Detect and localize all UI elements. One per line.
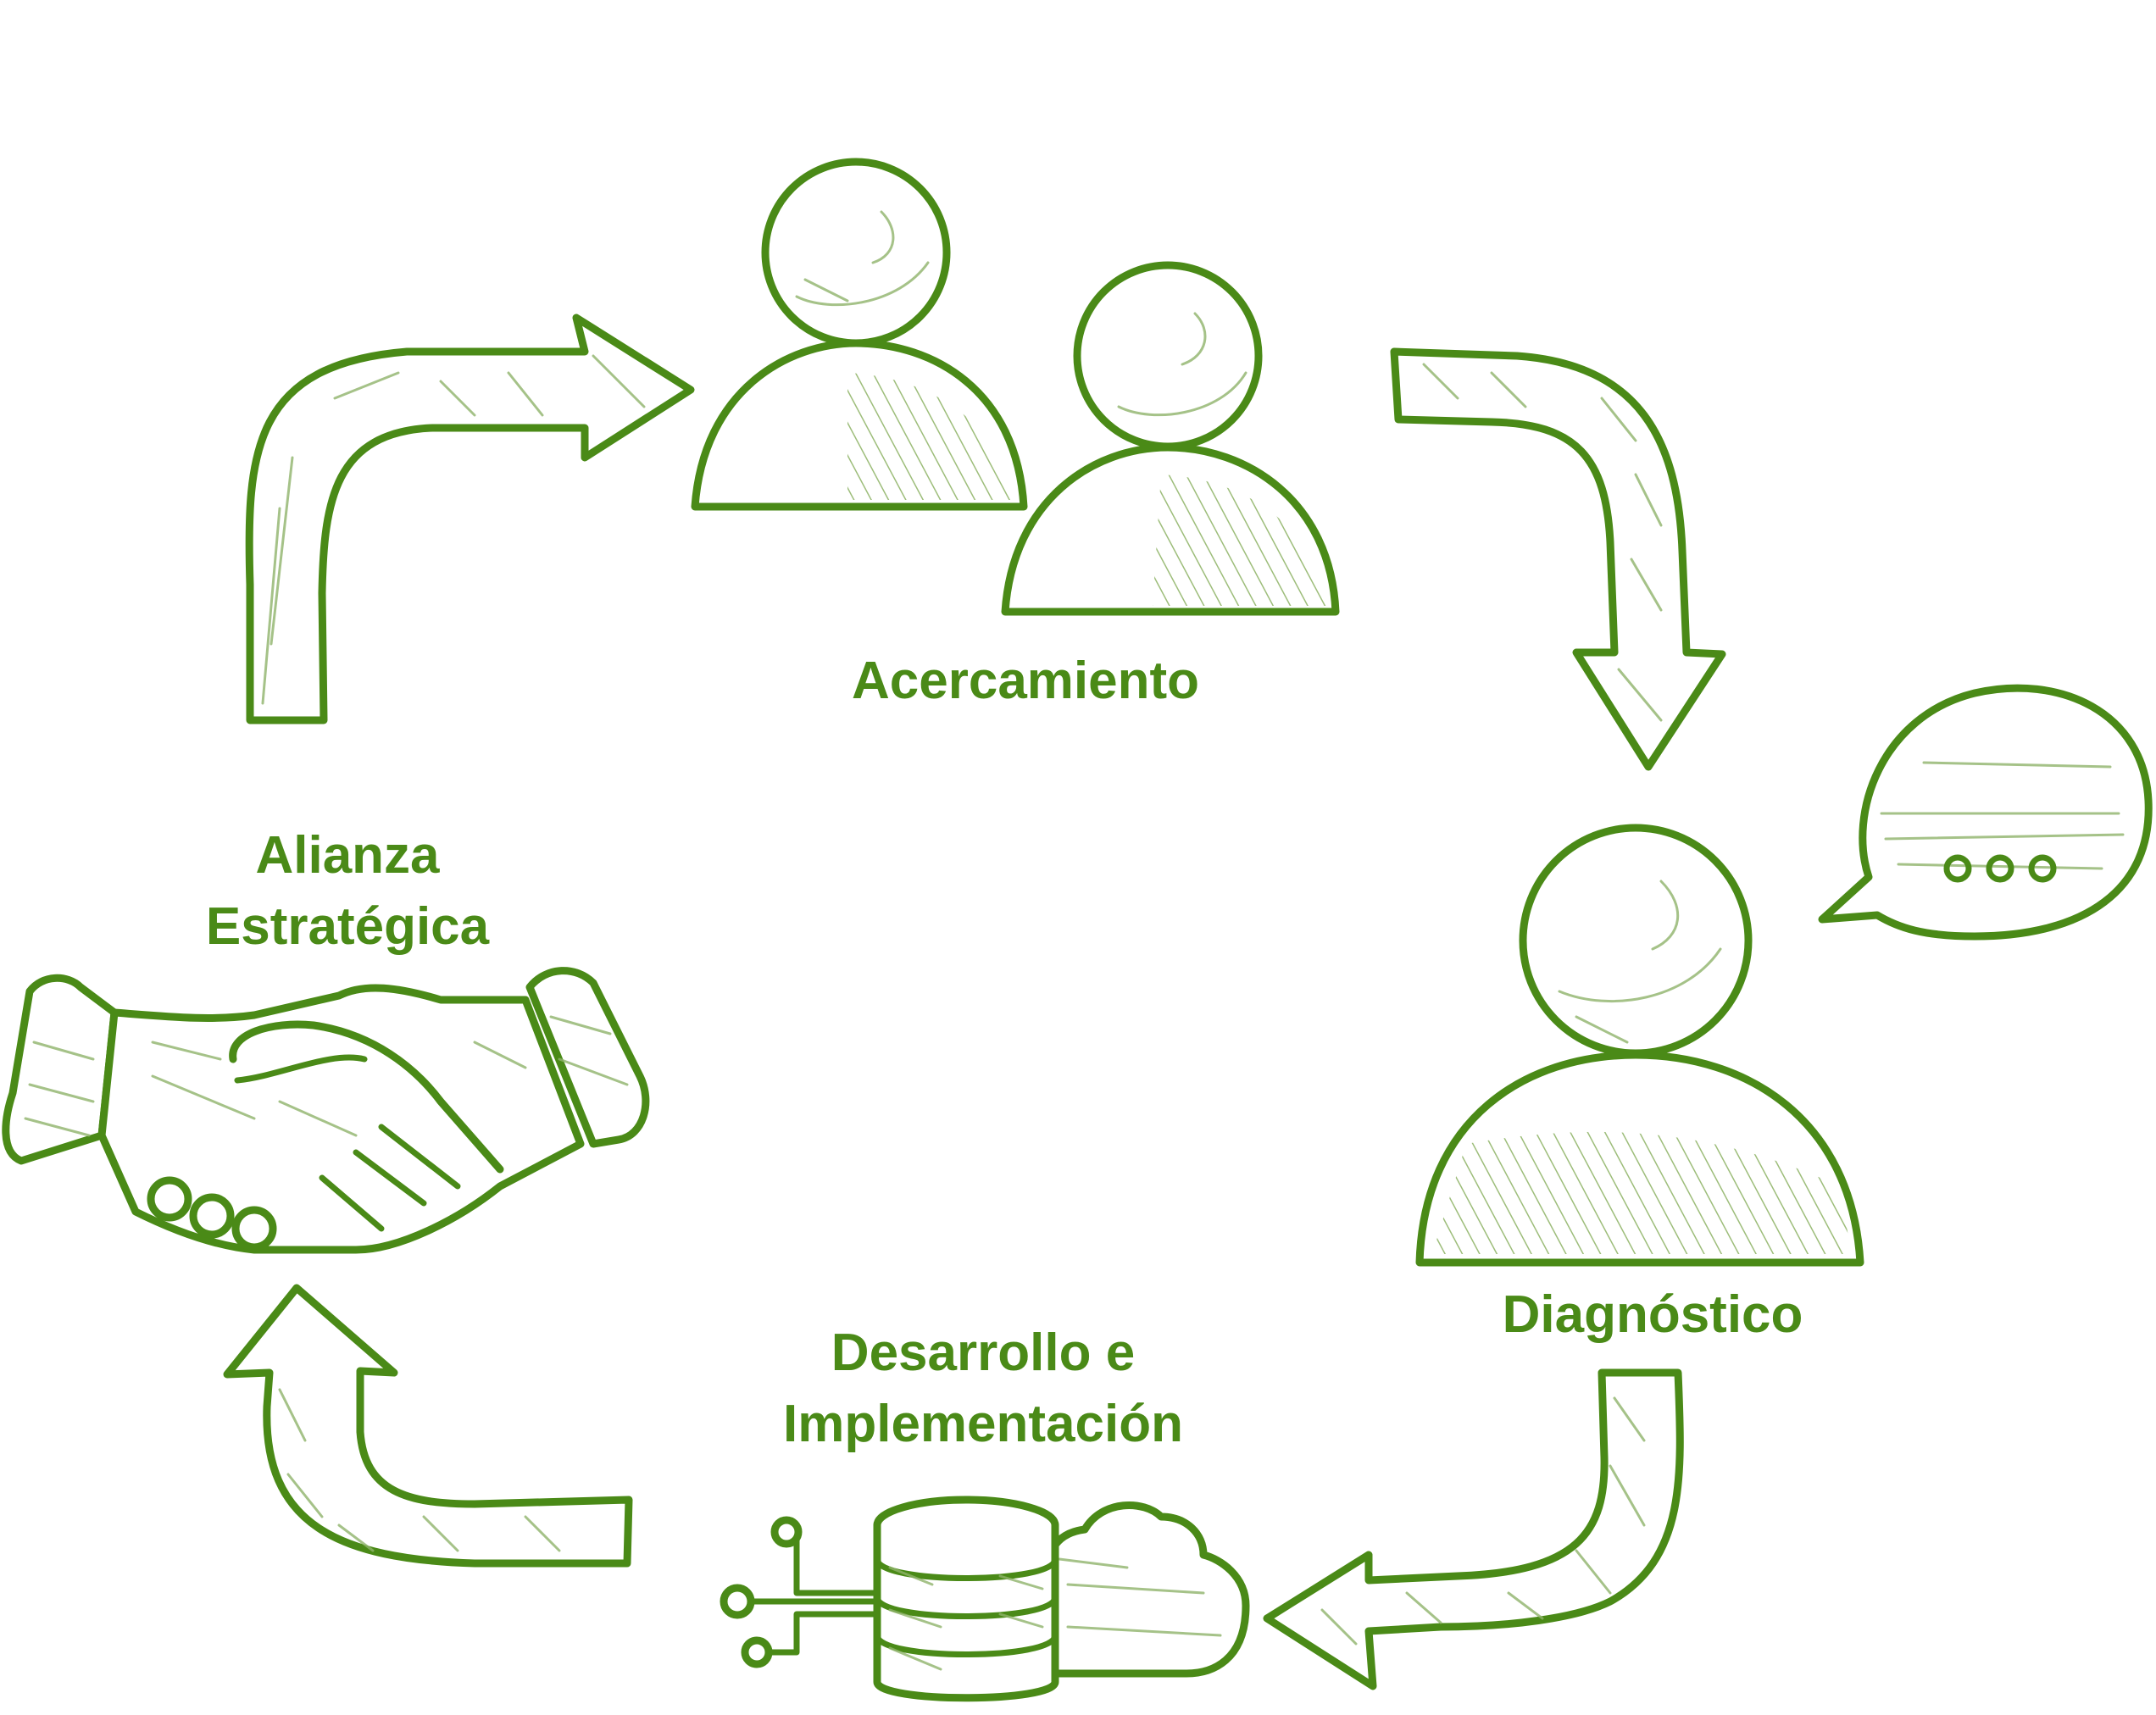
arrow-desarrollo-to-alianza [223, 1284, 633, 1568]
person-speech-bubble-icon [1415, 684, 2153, 1267]
label-desarrollo-line1: Desarrollo e [831, 1324, 1136, 1382]
label-desarrollo-implementacion: Desarrollo e Implementación [729, 1318, 1237, 1459]
arrow-diagnostico-to-desarrollo [1263, 1368, 1684, 1690]
handshake-icon [2, 967, 650, 1254]
label-acercamiento: Acercamiento [797, 646, 1254, 717]
database-cloud-icon [720, 1496, 1250, 1702]
label-acercamiento-line1: Acercamiento [851, 652, 1200, 710]
arrow-alianza-to-acercamiento [245, 314, 695, 724]
label-alianza-line2: Estratégica [205, 896, 490, 956]
label-alianza-line1: Alianza [255, 826, 440, 885]
label-alianza-estrategica: Alianza Estratégica [136, 820, 559, 962]
label-desarrollo-line2: Implementación [783, 1394, 1183, 1453]
arrow-acercamiento-to-diagnostico [1390, 347, 1726, 771]
label-diagnostico-line1: Diagnóstico [1502, 1285, 1803, 1344]
label-diagnostico: Diagnóstico [1432, 1279, 1873, 1351]
two-people-icon [691, 158, 1340, 616]
